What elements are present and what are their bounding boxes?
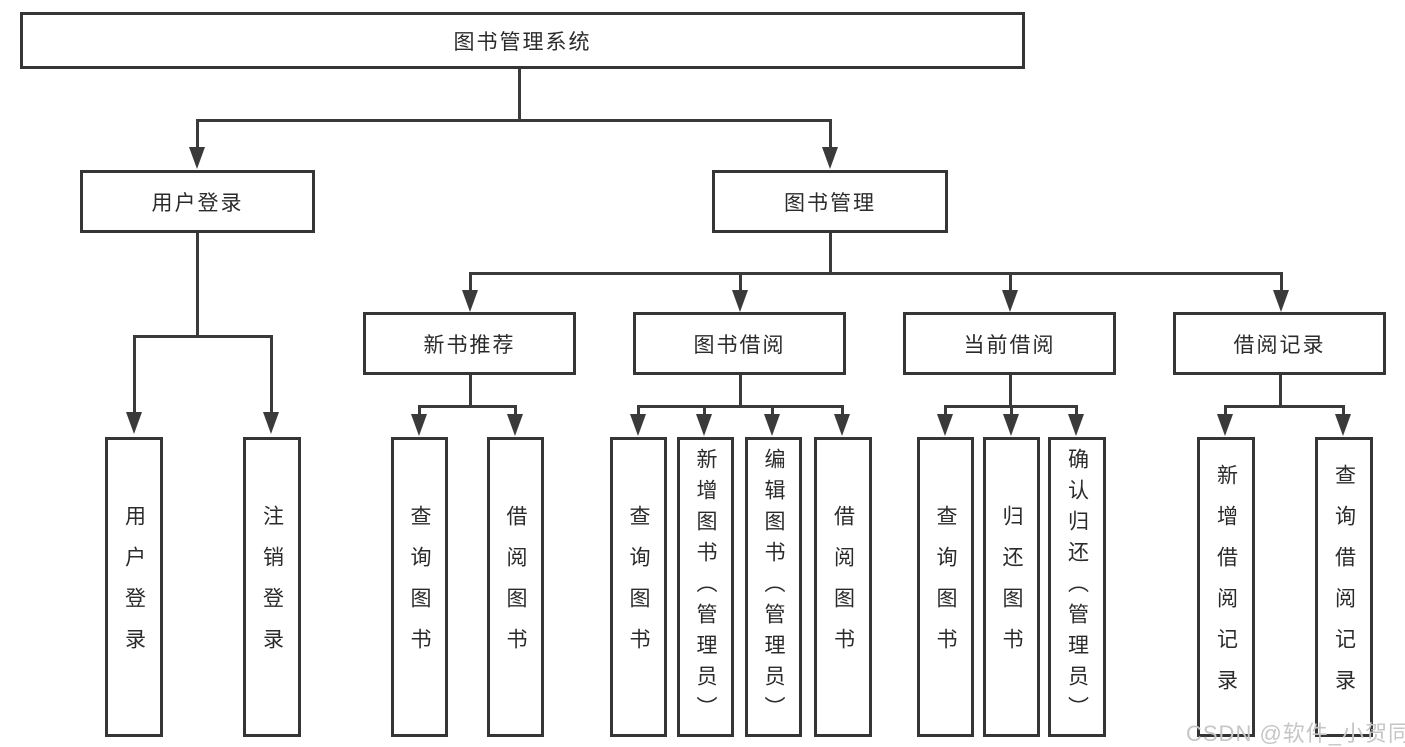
node-root-system: 图书管理系统 <box>20 12 1025 69</box>
connector-line <box>637 405 844 408</box>
leaf-add-books-admin: 新增图书（管理员） <box>677 437 734 737</box>
leaf-confirm-return-admin: 确认归还（管理员） <box>1048 437 1106 737</box>
connector-line <box>469 272 472 292</box>
connector-line <box>1224 405 1345 408</box>
connector-line <box>1075 405 1078 415</box>
node-new-book-recommend: 新书推荐 <box>363 312 576 375</box>
connector-line <box>1280 272 1283 292</box>
arrowhead-down-icon <box>696 414 712 436</box>
connector-line <box>1009 374 1012 408</box>
arrowhead-down-icon <box>1217 414 1233 436</box>
arrowhead-down-icon <box>462 290 478 312</box>
arrowhead-down-icon <box>263 412 279 434</box>
leaf-current-query-books: 查询图书 <box>917 437 974 737</box>
connector-line <box>703 405 706 415</box>
connector-line <box>133 335 136 414</box>
node-user-login: 用户登录 <box>80 170 315 233</box>
arrowhead-down-icon <box>126 412 142 434</box>
leaf-return-books: 归还图书 <box>983 437 1040 737</box>
arrowhead-down-icon <box>411 414 427 436</box>
connector-line <box>418 405 517 408</box>
arrowhead-down-icon <box>732 290 748 312</box>
connector-line <box>518 66 521 121</box>
arrowhead-down-icon <box>507 414 523 436</box>
arrowhead-down-icon <box>1335 414 1351 436</box>
connector-line <box>829 233 832 275</box>
node-current-borrow: 当前借阅 <box>903 312 1116 375</box>
leaf-logout: 注销登录 <box>243 437 301 737</box>
connector-line <box>944 405 947 415</box>
leaf-add-borrow-record: 新增借阅记录 <box>1197 437 1255 737</box>
connector-line <box>133 335 273 338</box>
connector-line <box>739 374 742 408</box>
node-book-borrow: 图书借阅 <box>633 312 846 375</box>
connector-line <box>196 233 199 337</box>
connector-line <box>771 405 774 415</box>
arrowhead-down-icon <box>764 414 780 436</box>
node-book-management: 图书管理 <box>712 170 948 233</box>
leaf-edit-books-admin: 编辑图书（管理员） <box>745 437 802 737</box>
connector-line <box>514 405 517 415</box>
connector-line <box>829 119 832 149</box>
connector-line <box>196 119 832 122</box>
connector-line <box>196 119 199 149</box>
csdn-watermark: CSDN @软件_小贺同学 <box>1186 721 1405 746</box>
connector-line <box>469 374 472 408</box>
connector-line <box>418 405 421 415</box>
arrowhead-down-icon <box>834 414 850 436</box>
connector-line <box>1342 405 1345 415</box>
arrowhead-down-icon <box>822 147 838 169</box>
connector-line <box>270 335 273 414</box>
arrowhead-down-icon <box>937 414 953 436</box>
connector-line <box>1224 405 1227 415</box>
connector-line <box>739 272 742 292</box>
connector-line <box>1279 374 1282 408</box>
leaf-new-book-query-books: 查询图书 <box>391 437 448 737</box>
connector-line <box>1010 405 1013 415</box>
leaf-new-book-borrow-books: 借阅图书 <box>487 437 544 737</box>
arrowhead-down-icon <box>1273 290 1289 312</box>
arrowhead-down-icon <box>1068 414 1084 436</box>
arrowhead-down-icon <box>1002 290 1018 312</box>
leaf-borrow-books: 借阅图书 <box>814 437 872 737</box>
connector-line <box>637 405 640 415</box>
connector-line <box>1009 272 1012 292</box>
leaf-query-borrow-record: 查询借阅记录 <box>1315 437 1373 737</box>
leaf-user-login: 用户登录 <box>105 437 163 737</box>
arrowhead-down-icon <box>1003 414 1019 436</box>
connector-line <box>469 272 1283 275</box>
connector-line <box>841 405 844 415</box>
node-borrow-record: 借阅记录 <box>1173 312 1386 375</box>
leaf-borrow-query-books: 查询图书 <box>610 437 667 737</box>
arrowhead-down-icon <box>189 147 205 169</box>
arrowhead-down-icon <box>630 414 646 436</box>
